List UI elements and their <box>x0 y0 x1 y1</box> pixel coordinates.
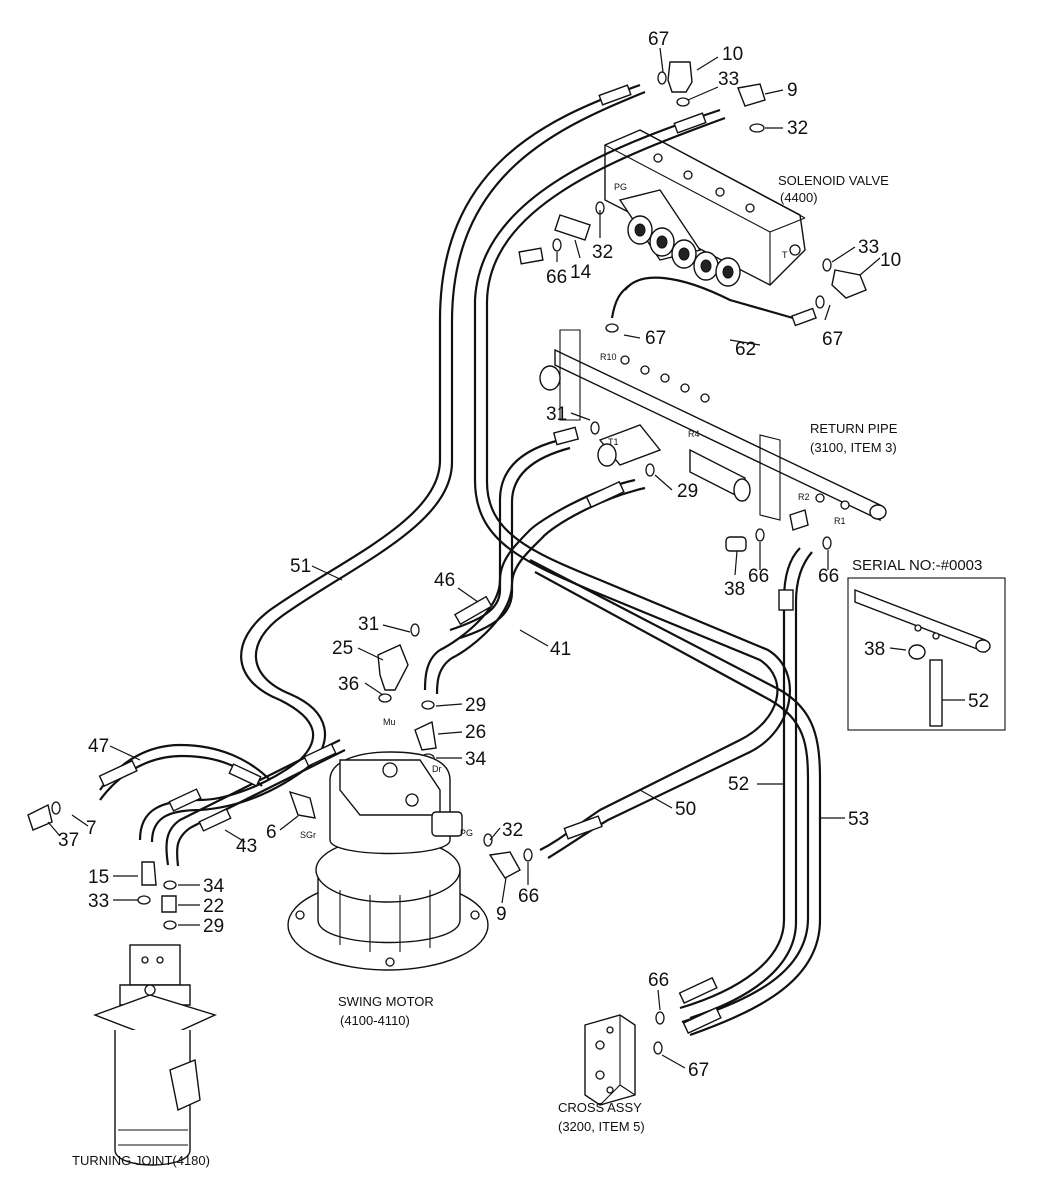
port-r4: R4 <box>688 429 700 439</box>
port-t1: T1 <box>608 437 619 447</box>
part-number: 33 <box>718 69 739 90</box>
port-sgr: SGr <box>300 830 316 840</box>
part-number: 51 <box>290 556 311 577</box>
part-number: 38 <box>864 639 885 660</box>
return-pipe-code: (3100, ITEM 3) <box>810 440 897 455</box>
part-number: 7 <box>86 818 97 839</box>
port-pg-motor: PG <box>460 828 473 838</box>
part-number: 33 <box>88 891 109 912</box>
part-number: 31 <box>358 614 379 635</box>
part-number: 66 <box>518 886 539 907</box>
part-number: 14 <box>570 262 592 283</box>
serial-label: SERIAL NO:-#0003 <box>852 557 982 574</box>
part-number: 26 <box>465 722 486 743</box>
part-number: 66 <box>818 566 839 587</box>
part-number: 38 <box>724 579 745 600</box>
hose-sleeves <box>98 84 817 1034</box>
part-number: 66 <box>546 267 567 288</box>
part-number: 62 <box>735 339 756 360</box>
port-t-valve: T <box>782 250 788 260</box>
part-number: 53 <box>848 809 869 830</box>
swing-motor: Mu Dr SGr PG <box>287 717 489 971</box>
part-number: 34 <box>203 876 225 897</box>
part-number: 6 <box>266 822 277 843</box>
port-r1: R1 <box>834 516 846 526</box>
cross-assy-code: (3200, ITEM 5) <box>558 1119 645 1134</box>
part-number: 29 <box>465 695 486 716</box>
serial-inset: SERIAL NO:-#0003 <box>847 557 1006 731</box>
part-number: 9 <box>787 80 798 101</box>
solenoid-valve: PG T <box>604 129 806 287</box>
part-number: 10 <box>880 250 901 271</box>
part-number: 67 <box>822 329 843 350</box>
port-pg-valve: PG <box>614 182 627 192</box>
part-number: 47 <box>88 736 109 757</box>
part-number: 34 <box>465 749 487 770</box>
part-number: 67 <box>645 328 666 349</box>
part-number: 36 <box>338 674 359 695</box>
leader-lines <box>47 47 965 1069</box>
return-pipe: R10 R4 T1 R2 R1 <box>539 329 887 531</box>
part-number: 52 <box>728 774 749 795</box>
part-number: 31 <box>546 404 567 425</box>
part-number: 52 <box>968 691 989 712</box>
swing-motor-label: SWING MOTOR <box>338 994 434 1009</box>
part-number: 32 <box>592 242 613 263</box>
port-r10: R10 <box>600 352 617 362</box>
part-number: 10 <box>722 44 743 65</box>
part-number: 67 <box>688 1060 709 1081</box>
o-rings <box>51 71 832 1055</box>
part-number: 46 <box>434 570 455 591</box>
port-mu: Mu <box>383 717 396 727</box>
fittings <box>27 61 926 913</box>
part-number: 50 <box>675 799 696 820</box>
part-number: 37 <box>58 830 79 851</box>
part-number: 33 <box>858 237 879 258</box>
part-number: 67 <box>648 29 669 50</box>
part-numbers: 67 10 33 9 32 33 10 67 32 14 66 67 62 31… <box>58 29 989 1081</box>
part-number: 25 <box>332 638 353 659</box>
solenoid-valve-label: SOLENOID VALVE <box>778 173 889 188</box>
cross-assy <box>584 1014 636 1106</box>
part-number: 41 <box>550 639 571 660</box>
turning-joint <box>93 944 217 1166</box>
part-number: 43 <box>236 836 257 857</box>
part-number: 66 <box>748 566 769 587</box>
solenoid-coils <box>618 189 741 287</box>
part-number: 32 <box>787 118 808 139</box>
part-number: 9 <box>496 904 507 925</box>
part-number: 66 <box>648 970 669 991</box>
port-dr: Dr <box>432 764 442 774</box>
swing-motor-code: (4100-4110) <box>340 1013 410 1028</box>
part-number: 32 <box>502 820 523 841</box>
part-number: 15 <box>88 867 109 888</box>
part-number: 29 <box>203 916 224 937</box>
port-r2: R2 <box>798 492 810 502</box>
part-number: 22 <box>203 896 224 917</box>
turning-joint-label: TURNING JOINT(4180) <box>72 1153 210 1168</box>
solenoid-valve-code: (4400) <box>780 190 818 205</box>
part-number: 29 <box>677 481 698 502</box>
return-pipe-label: RETURN PIPE <box>810 421 898 436</box>
hoses <box>99 83 822 1037</box>
cross-assy-label: CROSS ASSY <box>558 1100 642 1115</box>
